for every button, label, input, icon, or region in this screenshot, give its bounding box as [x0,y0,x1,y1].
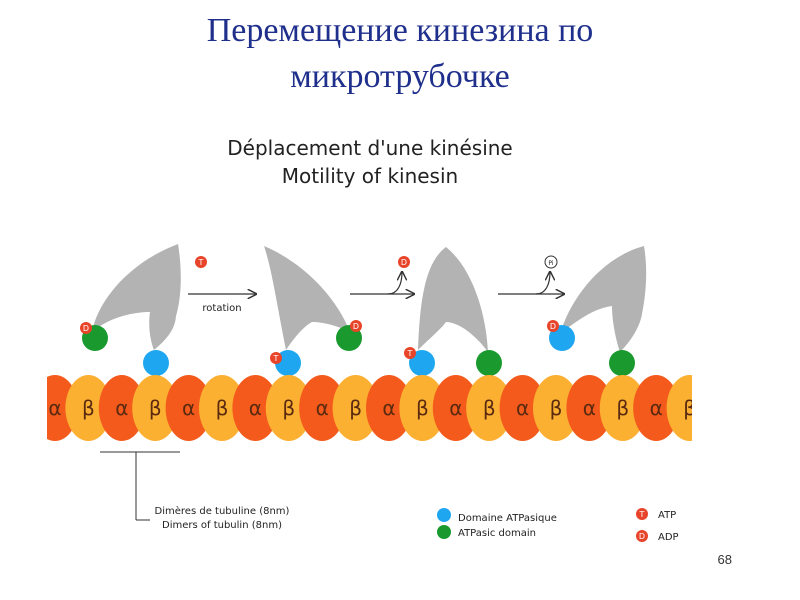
slide-title: Перемещение кинезина по микротрубочке [0,8,800,100]
legend-atp-dot [636,508,648,520]
tubulin-alpha [299,375,346,441]
dimer-caption-fr: Dimères de tubuline (8nm) [155,505,290,517]
slide-title-line-2: микротрубочке [290,58,510,95]
svg-text:D: D [83,324,89,333]
tubulin-label: α [182,396,195,420]
kinesin-body-4 [560,246,647,352]
kinesin-body-3 [418,247,488,352]
tubulin-beta [599,375,646,441]
page-number: 68 [717,552,732,567]
tubulin-alpha [499,375,546,441]
legend-domain-en: ATPasic domain [458,528,536,539]
tubulin-label: β [216,396,229,420]
tubulin-label: β [349,396,362,420]
svg-text:Pi: Pi [548,260,553,267]
tubulin-label: β [149,396,162,420]
tubulin-beta [466,375,513,441]
tubulin-label: β [416,396,429,420]
tubulin-label: α [249,396,262,420]
tubulin-beta [666,375,692,441]
svg-text:T: T [273,354,279,363]
legend-domain-fr: Domaine ATPasique [458,513,557,524]
legend-adp-label: ADP [658,532,679,543]
kinesin-body-2 [264,246,350,350]
tubulin-beta [65,375,112,441]
tubulin-label: β [683,396,696,420]
tubulin-label: α [650,396,663,420]
svg-text:D: D [401,258,407,267]
svg-text:D: D [639,532,645,541]
tubulin-label: α [516,396,529,420]
tubulin-beta [132,375,179,441]
tubulin-label: β [483,396,496,420]
tubulin-label: β [550,396,563,420]
legend: Domaine ATPasique ATPasic domain T ATP D… [437,508,679,543]
tubulin-label: β [82,396,95,420]
head-3-green [476,350,502,376]
tubulin-beta [199,375,245,441]
svg-text:rotation: rotation [202,303,241,314]
tubulin-label: α [115,396,128,420]
legend-adp-dot [636,530,648,542]
tubulin-label: α [48,396,61,420]
svg-text:D: D [550,322,556,331]
tubulin-alpha [432,375,479,441]
tubulin-alpha [366,375,412,441]
tubulin-alpha [566,375,613,441]
head-1-blue [143,350,169,376]
tubulin-beta [265,375,312,441]
tubulin-beta [399,375,446,441]
step-arrow-3: Pi [498,255,564,294]
tubulin-label: β [616,396,629,420]
legend-atp-label: ATP [658,510,676,521]
atp-badge-head-3: T [404,347,416,359]
figure-heading-en: Motility of kinesin [282,164,458,188]
tubulin-beta [533,375,579,441]
svg-text:T: T [198,258,204,267]
step-arrow-2: D [350,256,414,294]
legend-blue-dot [437,508,451,522]
tubulin-label: α [449,396,462,420]
tubulin-beta [332,375,379,441]
adp-badge-head-1: D [80,322,92,334]
svg-text:T: T [639,510,645,519]
tubulin-alpha [633,375,680,441]
kinesin-body-1 [92,244,181,350]
adp-badge-head-2-green: D [350,320,362,332]
head-4-blue [549,325,575,351]
figure-heading-fr: Déplacement d'une kinésine [227,136,512,160]
dimer-caption-en: Dimers of tubulin (8nm) [162,520,282,531]
tubulin-alpha [165,375,212,441]
head-3-blue [409,350,435,376]
svg-text:T: T [407,349,413,358]
tubulin-label: α [382,396,395,420]
step-arrow-1: T rotation [188,256,256,314]
tubulin-label: α [316,396,329,420]
slide-title-line-1: Перемещение кинезина по [206,12,594,49]
dimer-bracket [100,451,180,521]
head-4-green [609,350,635,376]
tubulin-alpha [98,375,145,441]
svg-text:D: D [353,322,359,331]
legend-green-dot [437,525,451,539]
tubulin-label: β [282,396,295,420]
adp-badge-head-4: D [547,320,559,332]
tubulin-label: α [583,396,596,420]
atp-badge-head-2: T [270,352,282,364]
tubulin-alpha [232,375,279,441]
